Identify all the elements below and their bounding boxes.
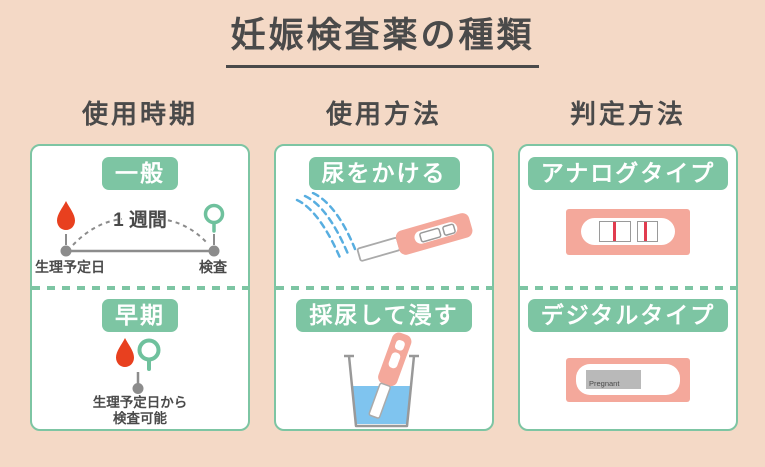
section-apply-urine: 尿をかける — [276, 146, 492, 286]
timeline-start-dot — [60, 245, 72, 257]
section-analog: アナログタイプ — [520, 146, 736, 286]
pregnancy-test-stick-icon — [356, 212, 473, 262]
section-early: 早期 生理予定日から 検査可能 — [32, 290, 248, 429]
timeline-graphic: 1 週間 — [57, 200, 225, 257]
label-digital-type: デジタルタイプ — [527, 298, 729, 332]
result-line — [613, 222, 616, 242]
card-usage-method: 尿をかける 採尿して浸す — [274, 143, 494, 431]
early-test-graphic — [116, 337, 161, 394]
analog-test-line-window — [598, 221, 631, 243]
dashed-divider — [32, 285, 248, 290]
dashed-divider — [276, 285, 492, 290]
pointer-pin-icon — [132, 371, 144, 394]
dashed-arc-right — [159, 217, 209, 245]
early-caption-line1: 生理予定日から — [92, 394, 188, 410]
timeline-end-dot — [208, 245, 220, 257]
column-headers: 使用時期 使用方法 判定方法 — [30, 94, 765, 131]
urine-stream-test-graphic — [295, 191, 473, 262]
label-apply-urine: 尿をかける — [308, 156, 460, 190]
title-block: 妊娠検査薬の種類 — [0, 14, 765, 68]
timeline-labels: 生理予定日 検査 — [32, 257, 248, 277]
digital-display: Pregnant — [586, 370, 641, 390]
column-header-judgement: 判定方法 — [569, 98, 686, 129]
label-analog-type: アナログタイプ — [527, 156, 729, 190]
card-usage-timing: 一般 1 週間 生理予定日 検査 — [30, 143, 250, 431]
section-digital: デジタルタイプ Pregnant — [520, 290, 736, 429]
digital-test-icon: Pregnant — [566, 357, 690, 402]
blood-drop-icon — [57, 200, 75, 230]
section-general: 一般 1 週間 生理予定日 検査 — [32, 146, 248, 286]
digital-result-window: Pregnant — [576, 364, 680, 396]
section-dip-urine: 採尿して浸す — [276, 290, 492, 429]
digital-display-text: Pregnant — [589, 379, 620, 389]
analog-control-line-window — [636, 221, 658, 243]
label-dip-urine: 採尿して浸す — [296, 298, 472, 332]
timeline-start-label: 生理予定日 — [35, 258, 105, 275]
magnifier-icon — [203, 203, 225, 233]
cup-dip-graphic — [344, 332, 419, 427]
timeline-end-label: 検査 — [199, 258, 227, 275]
cards-row: 一般 1 週間 生理予定日 検査 — [30, 143, 765, 431]
urine-stream-icon — [295, 191, 357, 261]
blood-drop-icon — [116, 337, 134, 367]
page-title: 妊娠検査薬の種類 — [226, 14, 539, 68]
result-line — [643, 222, 647, 242]
timeline-duration: 1 週間 — [113, 209, 167, 231]
magnifier-icon — [137, 338, 161, 371]
column-header-timing: 使用時期 — [81, 98, 198, 129]
column-header-method: 使用方法 — [325, 98, 442, 129]
analog-test-icon — [566, 208, 690, 255]
pregnancy-test-stick-icon — [368, 332, 412, 419]
early-caption: 生理予定日から 検査可能 — [93, 395, 188, 428]
analog-result-window — [581, 218, 675, 246]
label-general: 一般 — [102, 156, 178, 190]
early-caption-line2: 検査可能 — [113, 411, 167, 427]
dashed-divider — [520, 285, 736, 290]
label-early: 早期 — [102, 298, 178, 332]
card-judgement-method: アナログタイプ デジタルタイプ Pregnant — [518, 143, 738, 431]
